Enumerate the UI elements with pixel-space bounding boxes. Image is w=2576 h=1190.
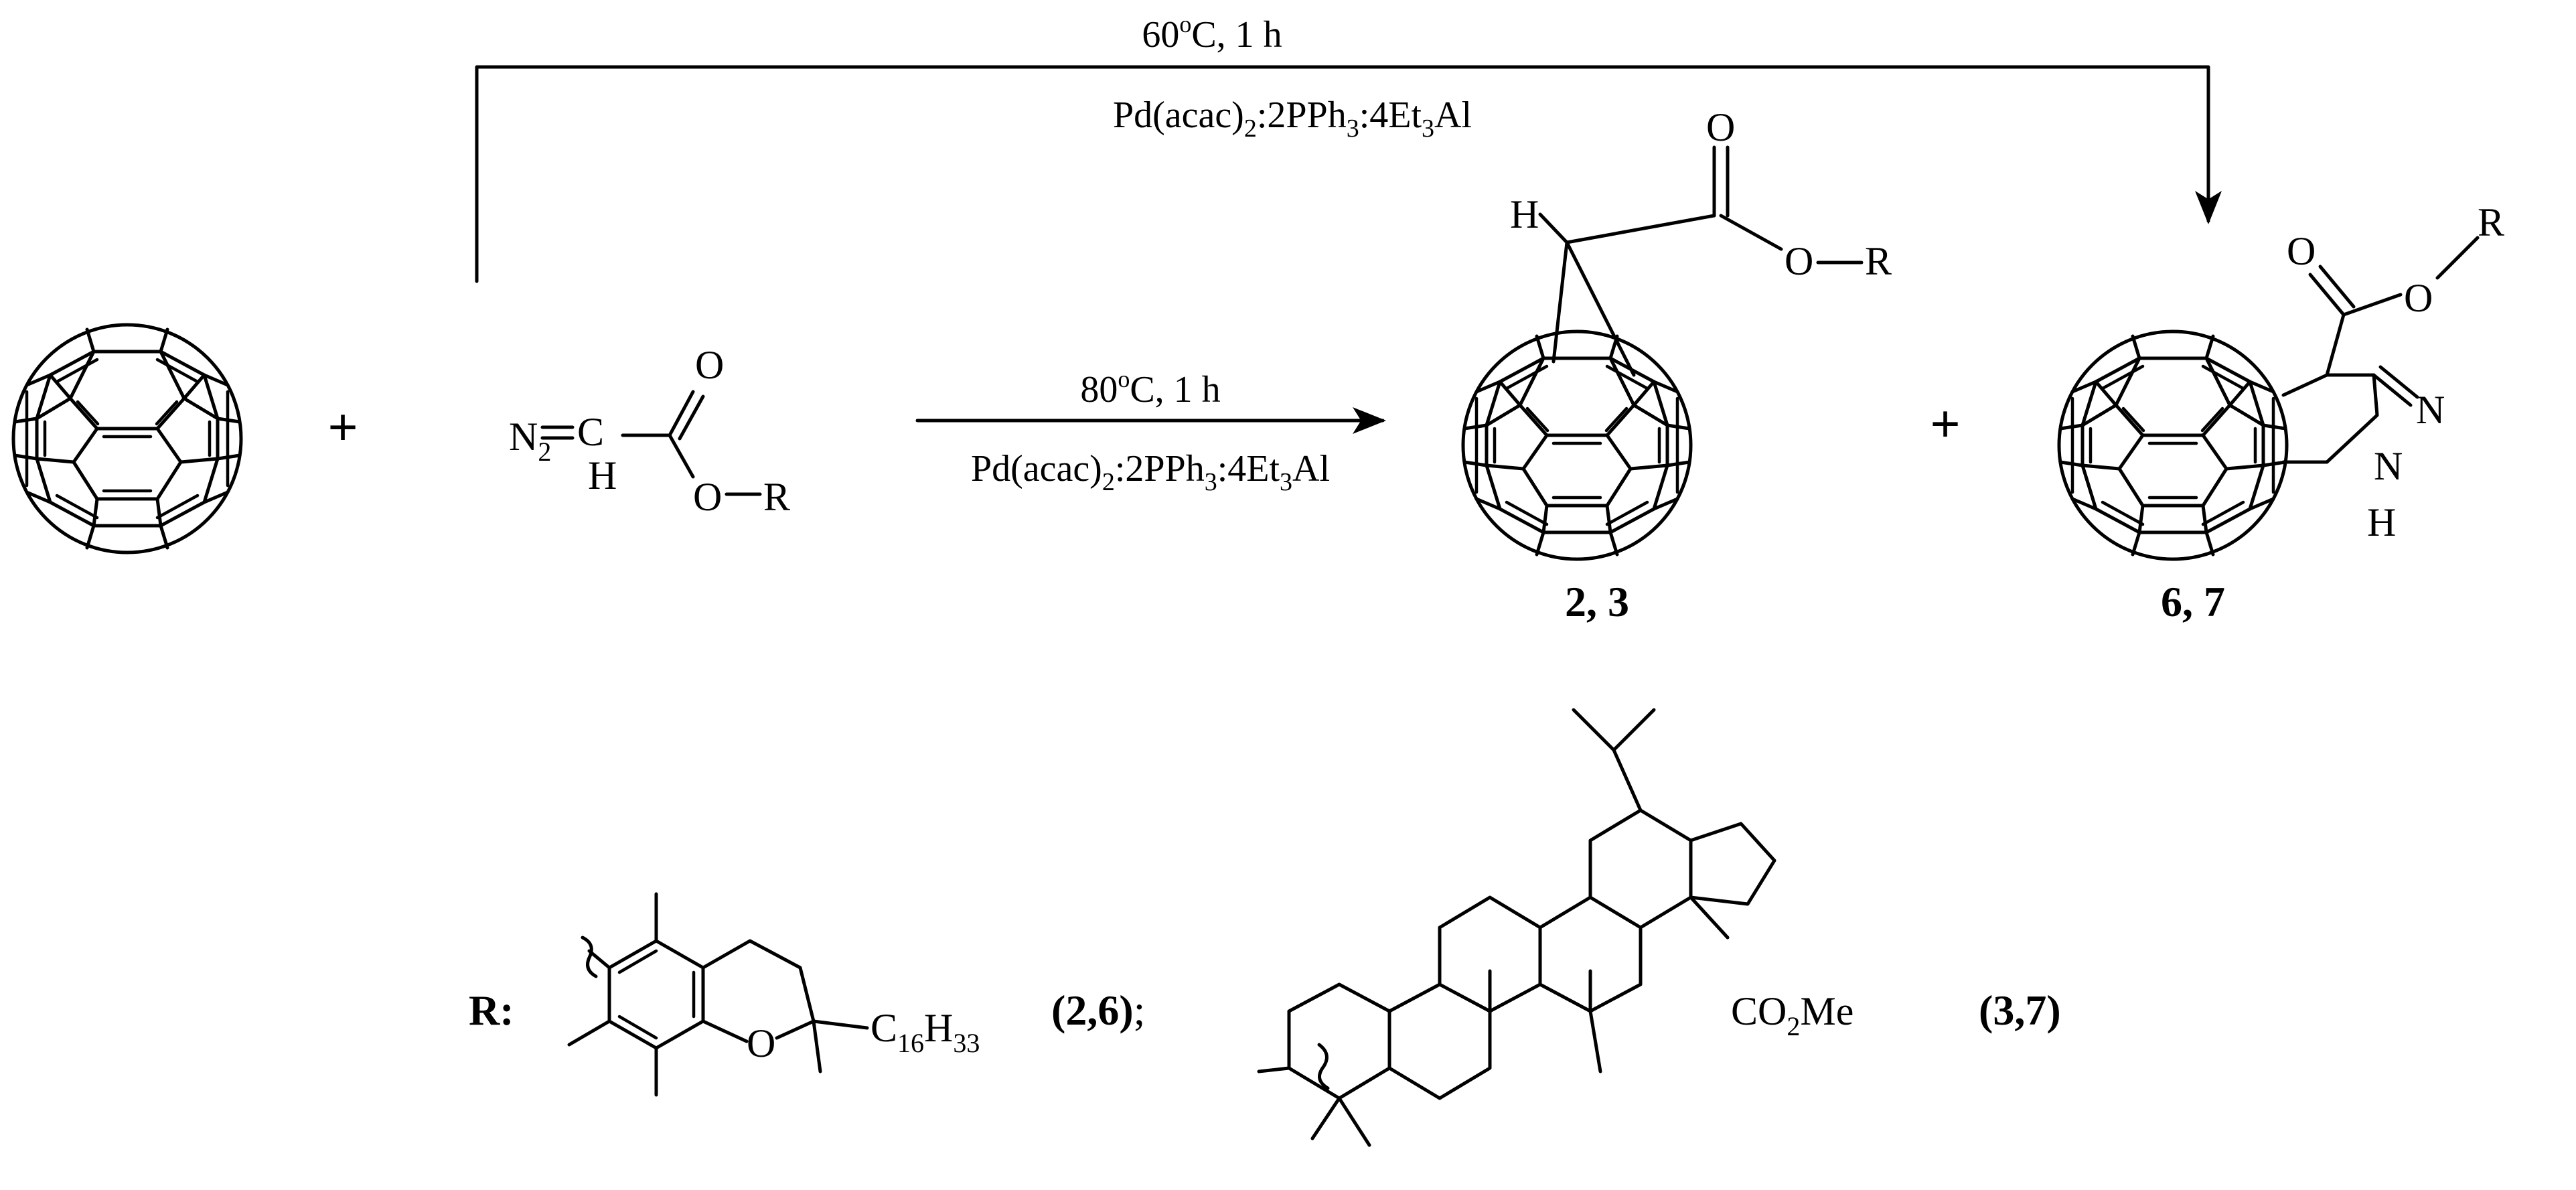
betulinic-ester-r-group: CO2Me [1257, 708, 1853, 1147]
main-arrow-catalyst: Pd(acac)2:2PPh3:4Et3Al [971, 448, 1330, 496]
r-group-ref-2-6: (2,6); [1051, 986, 1145, 1034]
main-arrow-temperature: 80oC, 1 h [1080, 366, 1220, 411]
plus-sign-1: + [327, 398, 358, 457]
product-label-6-7: 6, 7 [2161, 578, 2225, 625]
product67-carbonyl-o: O [2287, 229, 2316, 273]
r-group-label: R: [469, 986, 514, 1034]
fullerene-c60-reactant [13, 325, 241, 552]
plus-sign-2: + [1930, 395, 1961, 454]
top-route-arrow [475, 65, 2222, 283]
product67-r: R [2478, 200, 2504, 244]
product67-h: H [2367, 500, 2396, 544]
diazo-n: N2 [509, 415, 551, 467]
product23-h: H [1510, 192, 1539, 236]
product67-ester-o: O [2404, 276, 2433, 320]
diazo-h: H [588, 453, 617, 498]
betulinic-ester: CO2Me [1731, 989, 1853, 1041]
product23-ester-o: O [1785, 239, 1813, 283]
diazo-c: C [577, 410, 604, 454]
tocopherol-r-group: O C16H33 [567, 892, 980, 1097]
pyrazolinofullerene-product: O O R N N H [2059, 200, 2504, 559]
r-group-ref-3-7: (3,7) [1979, 986, 2061, 1034]
diazoacetate-reactant: N2 C H O O R [509, 343, 790, 519]
diazo-carbonyl-o: O [695, 343, 724, 387]
top-arrow-catalyst: Pd(acac)2:2PPh3:4Et3Al [1113, 94, 1472, 143]
tocopherol-o: O [747, 1021, 775, 1065]
product23-r: R [1865, 239, 1892, 283]
product67-n1: N [2416, 388, 2445, 432]
methanofullerene-product: H O O R [1463, 105, 1892, 559]
product67-n2: N [2374, 444, 2403, 488]
product23-carbonyl-o: O [1706, 105, 1735, 149]
diazo-ester-o: O [693, 475, 722, 519]
tocopherol-chain: C16H33 [870, 1006, 980, 1058]
top-arrow-temperature: 60oC, 1 h [1142, 11, 1282, 56]
product-label-2-3: 2, 3 [1565, 578, 1629, 625]
diazo-r: R [763, 475, 790, 519]
